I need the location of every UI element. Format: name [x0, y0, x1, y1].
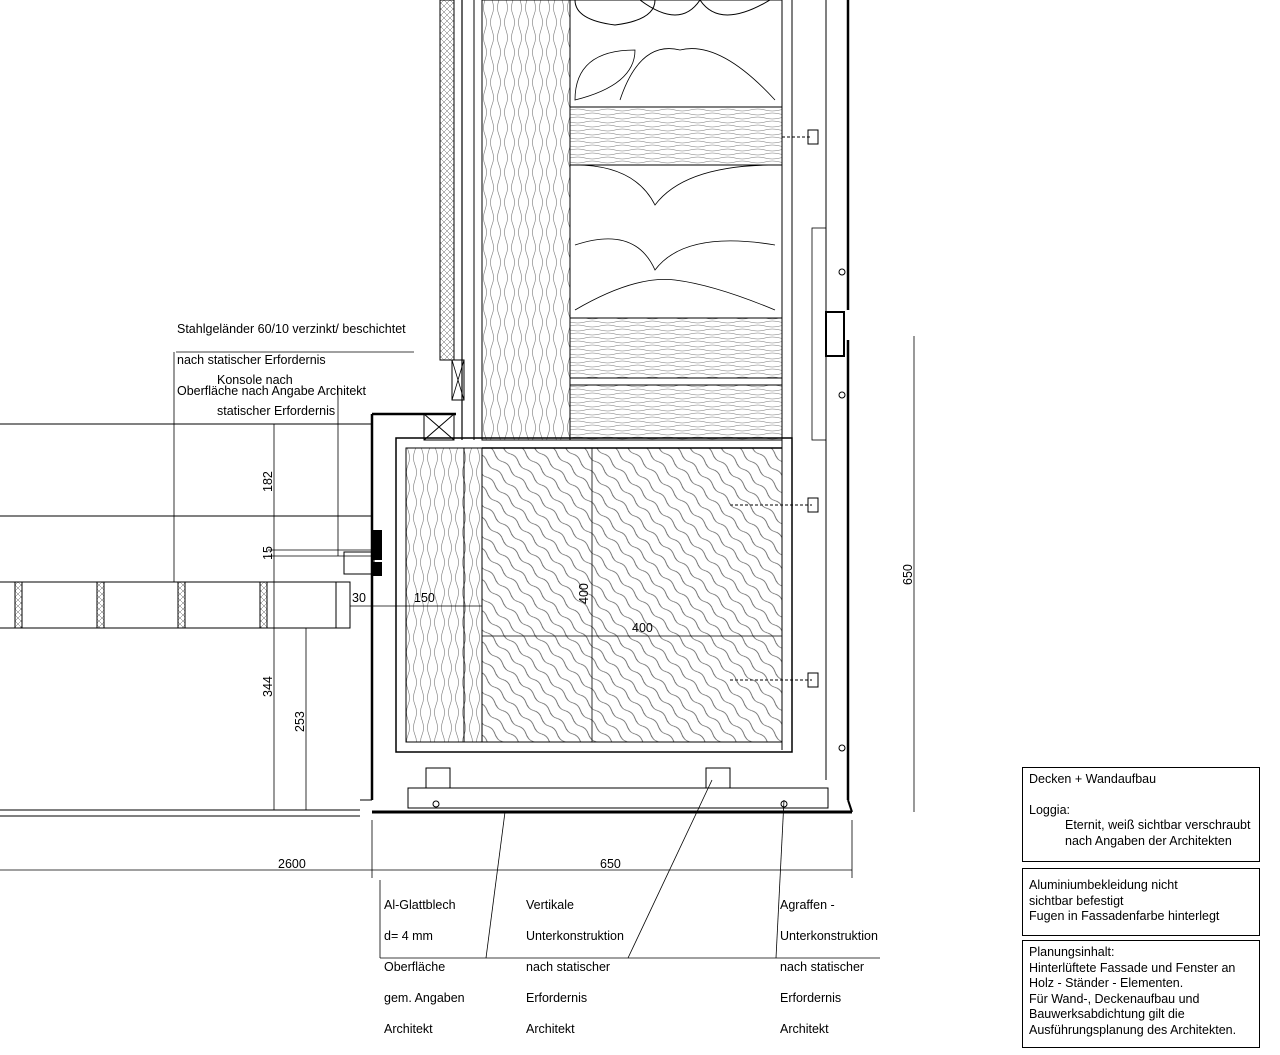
slab-edge — [370, 359, 853, 814]
info-box-line: Für Wand-, Deckenaufbau und — [1029, 991, 1200, 1006]
dim-2600: 2600 — [278, 857, 306, 871]
dim-400-horizontal: 400 — [632, 621, 653, 635]
label-console-line: statischer Erfordernis — [217, 403, 336, 418]
dimension-texts: 182 15 344 253 30 150 400 400 650 2600 6… — [261, 471, 915, 871]
label-console: Konsole nach statischer Erfordernis — [217, 357, 335, 435]
label-al-sheet-line: Oberfläche — [384, 959, 446, 974]
info-box-line: Holz - Ständer - Elementen. — [1029, 976, 1184, 990]
info-box-line: Eternit, weiß sichtbar verschraubt — [1065, 818, 1251, 832]
info-box-line: nach Angaben der Architekten — [1065, 833, 1232, 848]
label-cs-line: nach statischer — [780, 959, 865, 974]
info-box-line: Ausführungsplanung des Architekten. — [1029, 1022, 1237, 1037]
label-railing-line: nach statischer Erfordernis — [177, 352, 326, 367]
label-vs-line: Architekt — [526, 1021, 575, 1036]
label-al-sheet-line: d= 4 mm — [384, 928, 433, 943]
label-vs-line: Unterkonstruktion — [526, 928, 624, 943]
label-al-sheet: Al-Glattblech d= 4 mm Oberfläche gem. An… — [384, 882, 465, 1053]
label-clip-substructure: Agraffen - Unterkonstruktion nach statis… — [780, 882, 878, 1053]
info-box-line: sichtbar befestigt — [1029, 893, 1124, 908]
label-al-sheet-line: Architekt — [384, 1021, 433, 1036]
dim-30: 30 — [352, 591, 366, 605]
label-console-line: Konsole nach — [217, 372, 293, 387]
info-box-planning: Planungsinhalt: Hinterlüftete Fassade un… — [1022, 940, 1260, 1048]
dim-650-horizontal: 650 — [600, 857, 621, 871]
label-al-sheet-line: Al-Glattblech — [384, 897, 456, 912]
info-box-cladding: Aluminiumbekleidung nicht sichtbar befes… — [1022, 868, 1260, 936]
balcony-slab — [0, 423, 382, 817]
label-railing-line: Stahlgeländer 60/10 verzinkt/ beschichte… — [177, 321, 406, 336]
dim-400-vertical: 400 — [577, 583, 591, 604]
info-box-title: Decken + Wandaufbau — [1029, 772, 1157, 786]
label-cs-line: Unterkonstruktion — [780, 928, 878, 943]
info-box-subtitle: Loggia: — [1029, 802, 1071, 817]
label-railing-line: Oberfläche nach Angabe Architekt — [177, 383, 367, 398]
dim-15: 15 — [261, 546, 275, 560]
label-railing: Stahlgeländer 60/10 verzinkt/ beschichte… — [177, 306, 406, 415]
info-box-construction: Decken + Wandaufbau Loggia: Eternit, wei… — [1022, 767, 1260, 862]
dim-182: 182 — [261, 471, 275, 492]
dim-344: 344 — [261, 676, 275, 697]
label-cs-line: Agraffen - — [780, 897, 835, 912]
info-box-line: Aluminiumbekleidung nicht — [1029, 878, 1178, 892]
label-al-sheet-line: gem. Angaben — [384, 990, 465, 1005]
dim-253: 253 — [293, 711, 307, 732]
wall-layers — [439, 0, 850, 800]
info-box-line: Hinterlüftete Fassade und Fenster an — [1029, 960, 1236, 975]
label-vs-line: nach statischer — [526, 959, 611, 974]
info-box-line: Planungsinhalt: — [1029, 945, 1115, 959]
label-cs-line: Erfordernis — [780, 990, 842, 1005]
label-vs-line: Erfordernis — [526, 990, 588, 1005]
dim-150: 150 — [414, 591, 435, 605]
label-cs-line: Architekt — [780, 1021, 829, 1036]
info-box-line: Fugen in Fassadenfarbe hinterlegt — [1029, 909, 1220, 923]
label-vertical-substructure: Vertikale Unterkonstruktion nach statisc… — [526, 882, 624, 1053]
info-box-line: Bauwerksabdichtung gilt die — [1029, 1007, 1185, 1021]
dim-650-vertical: 650 — [901, 564, 915, 585]
dimension-lines — [0, 336, 915, 959]
label-vs-line: Vertikale — [526, 897, 574, 912]
